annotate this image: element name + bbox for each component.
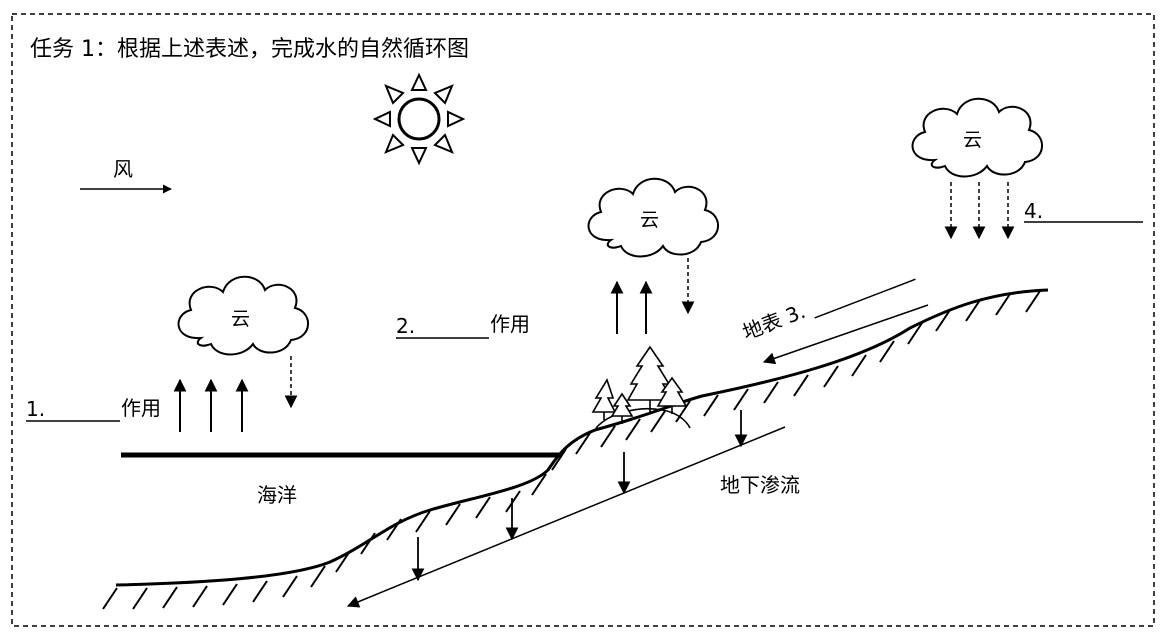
blank-2-number: 2. <box>396 314 415 338</box>
sun-icon <box>372 72 466 166</box>
evaporation-arrows <box>173 378 249 432</box>
infiltration-arrows <box>411 410 748 582</box>
groundwater-label: 地下渗流 <box>720 473 800 497</box>
wind-label: 风 <box>113 157 133 181</box>
blank-3-prefix: 地表 <box>739 308 785 345</box>
transpiration-arrows <box>610 280 653 334</box>
precipitation-arrows-right <box>944 182 1015 240</box>
groundwater-flow-arrow <box>346 426 786 608</box>
cloud-label-right: 云 <box>963 129 982 151</box>
dashed-border <box>11 13 1155 627</box>
ocean-label: 海洋 <box>257 483 297 507</box>
blank-3-number: 3. <box>782 299 808 328</box>
blank-1-number: 1. <box>26 397 45 421</box>
tree-icon <box>591 345 691 429</box>
blank-4-number: 4. <box>1024 199 1043 223</box>
terrain-profile <box>115 288 1049 587</box>
cloud-label-left: 云 <box>231 308 250 330</box>
blank-2-suffix: 作用 <box>490 312 530 336</box>
blank-3: 地表 3. <box>739 278 916 345</box>
blank-1-suffix: 作用 <box>121 396 161 420</box>
task-title: 任务 1：根据上述表述，完成水的自然循环图 <box>30 37 469 62</box>
surface-runoff-arrow <box>762 304 929 365</box>
blank-3-line[interactable] <box>814 278 916 319</box>
cloud-label-middle: 云 <box>640 209 659 231</box>
terrain-hatching <box>102 290 1041 610</box>
